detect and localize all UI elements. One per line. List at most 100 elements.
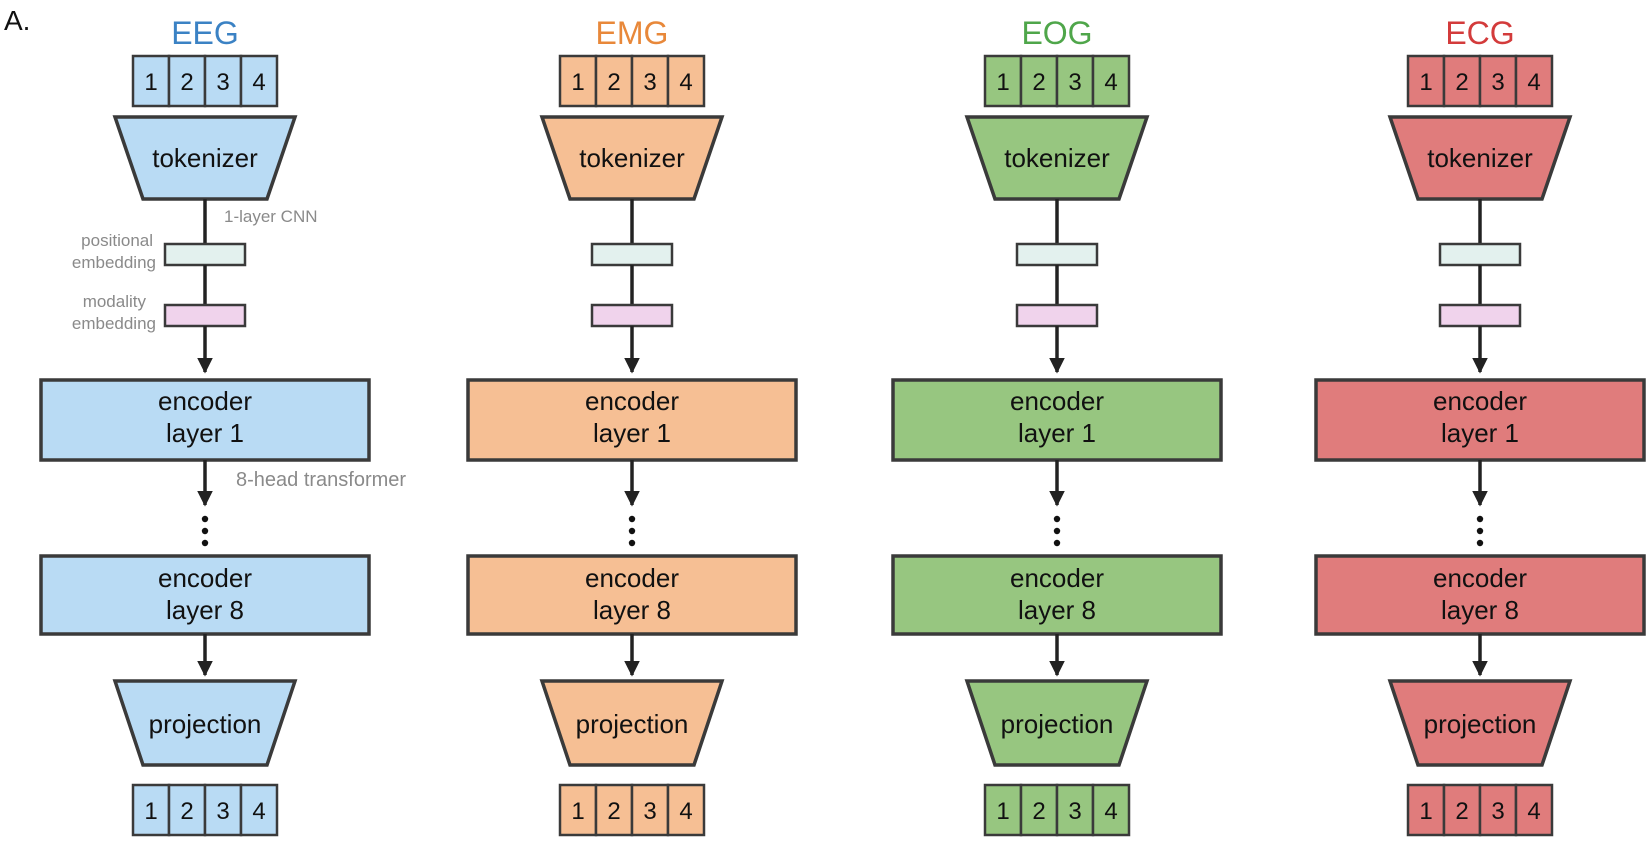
ecg-output-token-cell-1 [1406,783,1446,837]
emg-positional-embedding [590,242,674,267]
emg-modality-embedding [590,303,674,328]
ecg-ellipsis-dot-3 [1476,539,1484,547]
eog-encoder-1-label-top: encoder [1010,386,1104,416]
ecg-ellipsis-dot-2 [1476,527,1484,535]
eog-encoder-layer-1 [891,378,1223,462]
eeg-output-token-cell-1 [131,783,171,837]
eeg-ellipsis-dot-1 [201,515,209,523]
eeg-input-token-cell-2 [167,54,207,108]
eog-output-token-cell-label-3: 3 [1068,798,1081,825]
eeg-output-token-cell-4 [239,783,279,837]
eeg-title: EEG [171,15,239,51]
ecg-encoder-8-label-bottom: layer 8 [1441,595,1519,625]
ecg-encoder-layer-8 [1314,554,1646,636]
emg-input-token-cell-label-4: 4 [679,69,692,96]
ecg-encoder-1-label-bottom: layer 1 [1441,418,1519,448]
ecg-output-token-cell-label-1: 1 [1419,798,1432,825]
eeg-encoder-layer-8 [39,554,371,636]
eog-encoder-8-label-top: encoder [1010,563,1104,593]
ecg-positional-embedding [1438,242,1522,267]
ecg-output-token-cell-label-2: 2 [1455,798,1468,825]
emg-output-token-cell-label-2: 2 [607,798,620,825]
positional-annotation-line1: positional [81,231,153,250]
eog-output-token-cell-label-1: 1 [996,798,1009,825]
eeg-input-token-cell-label-3: 3 [216,69,229,96]
emg-input-token-cell-2 [594,54,634,108]
transformer-annotation: 8-head transformer [236,469,406,491]
eog-encoder-layer-8 [891,554,1223,636]
eeg-encoder-1-label-top: encoder [158,386,252,416]
emg-input-token-cell-label-2: 2 [607,69,620,96]
ecg-output-token-cell-3 [1478,783,1518,837]
modality-annotation-line1: modality [83,292,147,311]
ecg-tokenizer-label: tokenizer [1427,143,1533,173]
ecg-output-token-cell-label-3: 3 [1491,798,1504,825]
eog-title: EOG [1021,15,1092,51]
eog-output-token-cell-label-4: 4 [1104,798,1117,825]
eeg-tokenizer [112,115,298,201]
emg-encoder-1-label-bottom: layer 1 [593,418,671,448]
eeg-input-token-cell-label-2: 2 [180,69,193,96]
emg-output-token-cell-label-3: 3 [643,798,656,825]
eeg-encoder-1-label-bottom: layer 1 [166,418,244,448]
eog-positional-embedding [1015,242,1099,267]
eeg-encoder-8-label-top: encoder [158,563,252,593]
eog-ellipsis-dot-3 [1053,539,1061,547]
emg-input-token-cell-4 [666,54,706,108]
emg-encoder-layer-8 [466,554,798,636]
eog-projection [964,679,1150,767]
eeg-output-token-cell-label-2: 2 [180,798,193,825]
eeg-encoder-8-label-bottom: layer 8 [166,595,244,625]
eeg-positional-embedding [163,242,247,267]
ecg-ellipsis-dot-1 [1476,515,1484,523]
ecg-input-token-cell-4 [1514,54,1554,108]
ecg-input-token-cell-label-3: 3 [1491,69,1504,96]
eog-ellipsis-dot-1 [1053,515,1061,523]
ecg-input-token-cell-label-1: 1 [1419,69,1432,96]
eog-projection-label: projection [1001,709,1114,739]
eeg-output-token-cell-label-3: 3 [216,798,229,825]
eeg-encoder-layer-1 [39,378,371,462]
eog-input-token-cell-label-3: 3 [1068,69,1081,96]
eog-ellipsis-dot-2 [1053,527,1061,535]
emg-encoder-8-label-bottom: layer 8 [593,595,671,625]
eeg-output-token-cell-label-4: 4 [252,798,265,825]
eeg-output-token-cell-2 [167,783,207,837]
emg-encoder-8-label-top: encoder [585,563,679,593]
ecg-encoder-layer-1 [1314,378,1646,462]
eog-output-token-cell-label-2: 2 [1032,798,1045,825]
eeg-tokenizer-label: tokenizer [152,143,258,173]
emg-tokenizer [539,115,725,201]
ecg-projection [1387,679,1573,767]
emg-input-token-cell-label-1: 1 [571,69,584,96]
eog-output-token-cell-4 [1091,783,1131,837]
eeg-input-token-cell-label-1: 1 [144,69,157,96]
emg-projection-label: projection [576,709,689,739]
ecg-output-token-cell-label-4: 4 [1527,798,1540,825]
eeg-output-token-cell-3 [203,783,243,837]
eog-input-token-cell-label-1: 1 [996,69,1009,96]
eeg-modality-embedding [163,303,247,328]
emg-input-token-cell-1 [558,54,598,108]
emg-title: EMG [596,15,669,51]
emg-input-token-cell-3 [630,54,670,108]
ecg-input-token-cell-label-4: 4 [1527,69,1540,96]
panel-label: A. [4,5,30,36]
positional-annotation-line2: embedding [72,253,156,272]
eog-tokenizer [964,115,1150,201]
eeg-input-token-cell-3 [203,54,243,108]
eeg-ellipsis-dot-2 [201,527,209,535]
ecg-tokenizer [1387,115,1573,201]
ecg-encoder-1-label-top: encoder [1433,386,1527,416]
emg-input-token-cell-label-3: 3 [643,69,656,96]
ecg-title: ECG [1445,15,1514,51]
eog-output-token-cell-3 [1055,783,1095,837]
emg-output-token-cell-label-1: 1 [571,798,584,825]
eog-input-token-cell-4 [1091,54,1131,108]
ecg-output-token-cell-4 [1514,783,1554,837]
eeg-output-token-cell-label-1: 1 [144,798,157,825]
ecg-modality-embedding [1438,303,1522,328]
